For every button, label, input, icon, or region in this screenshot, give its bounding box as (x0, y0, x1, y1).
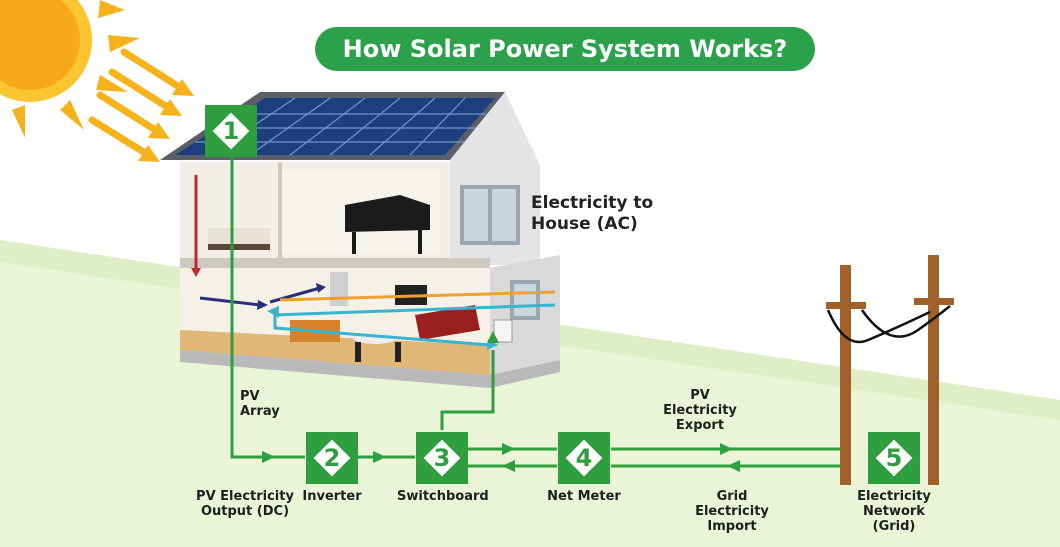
import-flow-line (273, 303, 556, 347)
wall-meter (493, 319, 513, 343)
net-meter-label: Net Meter (547, 489, 621, 504)
pv-export-label: PV Electricity Export (660, 388, 740, 433)
pv-array-label-line1: PV (240, 389, 260, 404)
pv-export-line3: Export (675, 418, 725, 433)
step-5-badge: 5 (868, 432, 920, 484)
sofa (415, 305, 480, 340)
step-3-badge: 3 (416, 432, 468, 484)
pv-export-line2: Electricity (663, 403, 737, 418)
pv-array-label: PV Array (240, 389, 280, 419)
export-flow-line (279, 290, 556, 302)
step-1-number: 1 (222, 117, 240, 145)
house-ac-label-line1: Electricity to (531, 193, 654, 213)
sun-icon (0, 0, 140, 138)
fridge (330, 272, 348, 306)
step-1-badge: 1 (205, 105, 257, 157)
step-3-number: 3 (433, 444, 451, 472)
page-title: How Solar Power System Works? (315, 27, 815, 71)
pv-export-line1: PV (690, 388, 710, 403)
utility-poles-icon (826, 255, 954, 485)
house-ac-label: Electricity to House (AC) (531, 193, 653, 235)
grid-import-line2: Electricity (695, 504, 769, 519)
ac-flow-line (269, 286, 321, 304)
grid-network-label: Electricity Network (Grid) (848, 489, 940, 534)
flow-arrowheads (262, 331, 740, 472)
grid-network-line2: Network (863, 504, 925, 519)
switchboard-label: Switchboard (397, 489, 489, 504)
sunlight-arrows-icon (88, 48, 194, 162)
step-2-number: 2 (323, 444, 341, 472)
dc-output-label: PV Electricity Output (DC) (190, 489, 300, 519)
grid-import-line1: Grid (716, 489, 748, 504)
house-ac-label-line2: House (AC) (531, 214, 638, 234)
step-4-badge: 4 (558, 432, 610, 484)
inverter-flow-line (199, 296, 261, 307)
inverter-label: Inverter (302, 489, 362, 504)
bed (208, 228, 270, 246)
piano (345, 195, 430, 232)
step-4-number: 4 (575, 444, 593, 472)
switchboard-to-house (440, 350, 495, 430)
step-5-number: 5 (885, 444, 903, 472)
grid-import-label: Grid Electricity Import (692, 489, 772, 534)
house-flow-lines (191, 175, 556, 350)
pv-array-line (230, 150, 305, 459)
dc-output-line2: Output (DC) (200, 504, 290, 519)
grid-network-line3: (Grid) (872, 519, 916, 534)
step-2-badge: 2 (306, 432, 358, 484)
pv-array-label-line2: Array (240, 404, 280, 419)
dc-output-line1: PV Electricity (196, 489, 294, 504)
grid-network-line1: Electricity (857, 489, 931, 504)
grid-import-line3: Import (707, 519, 757, 534)
